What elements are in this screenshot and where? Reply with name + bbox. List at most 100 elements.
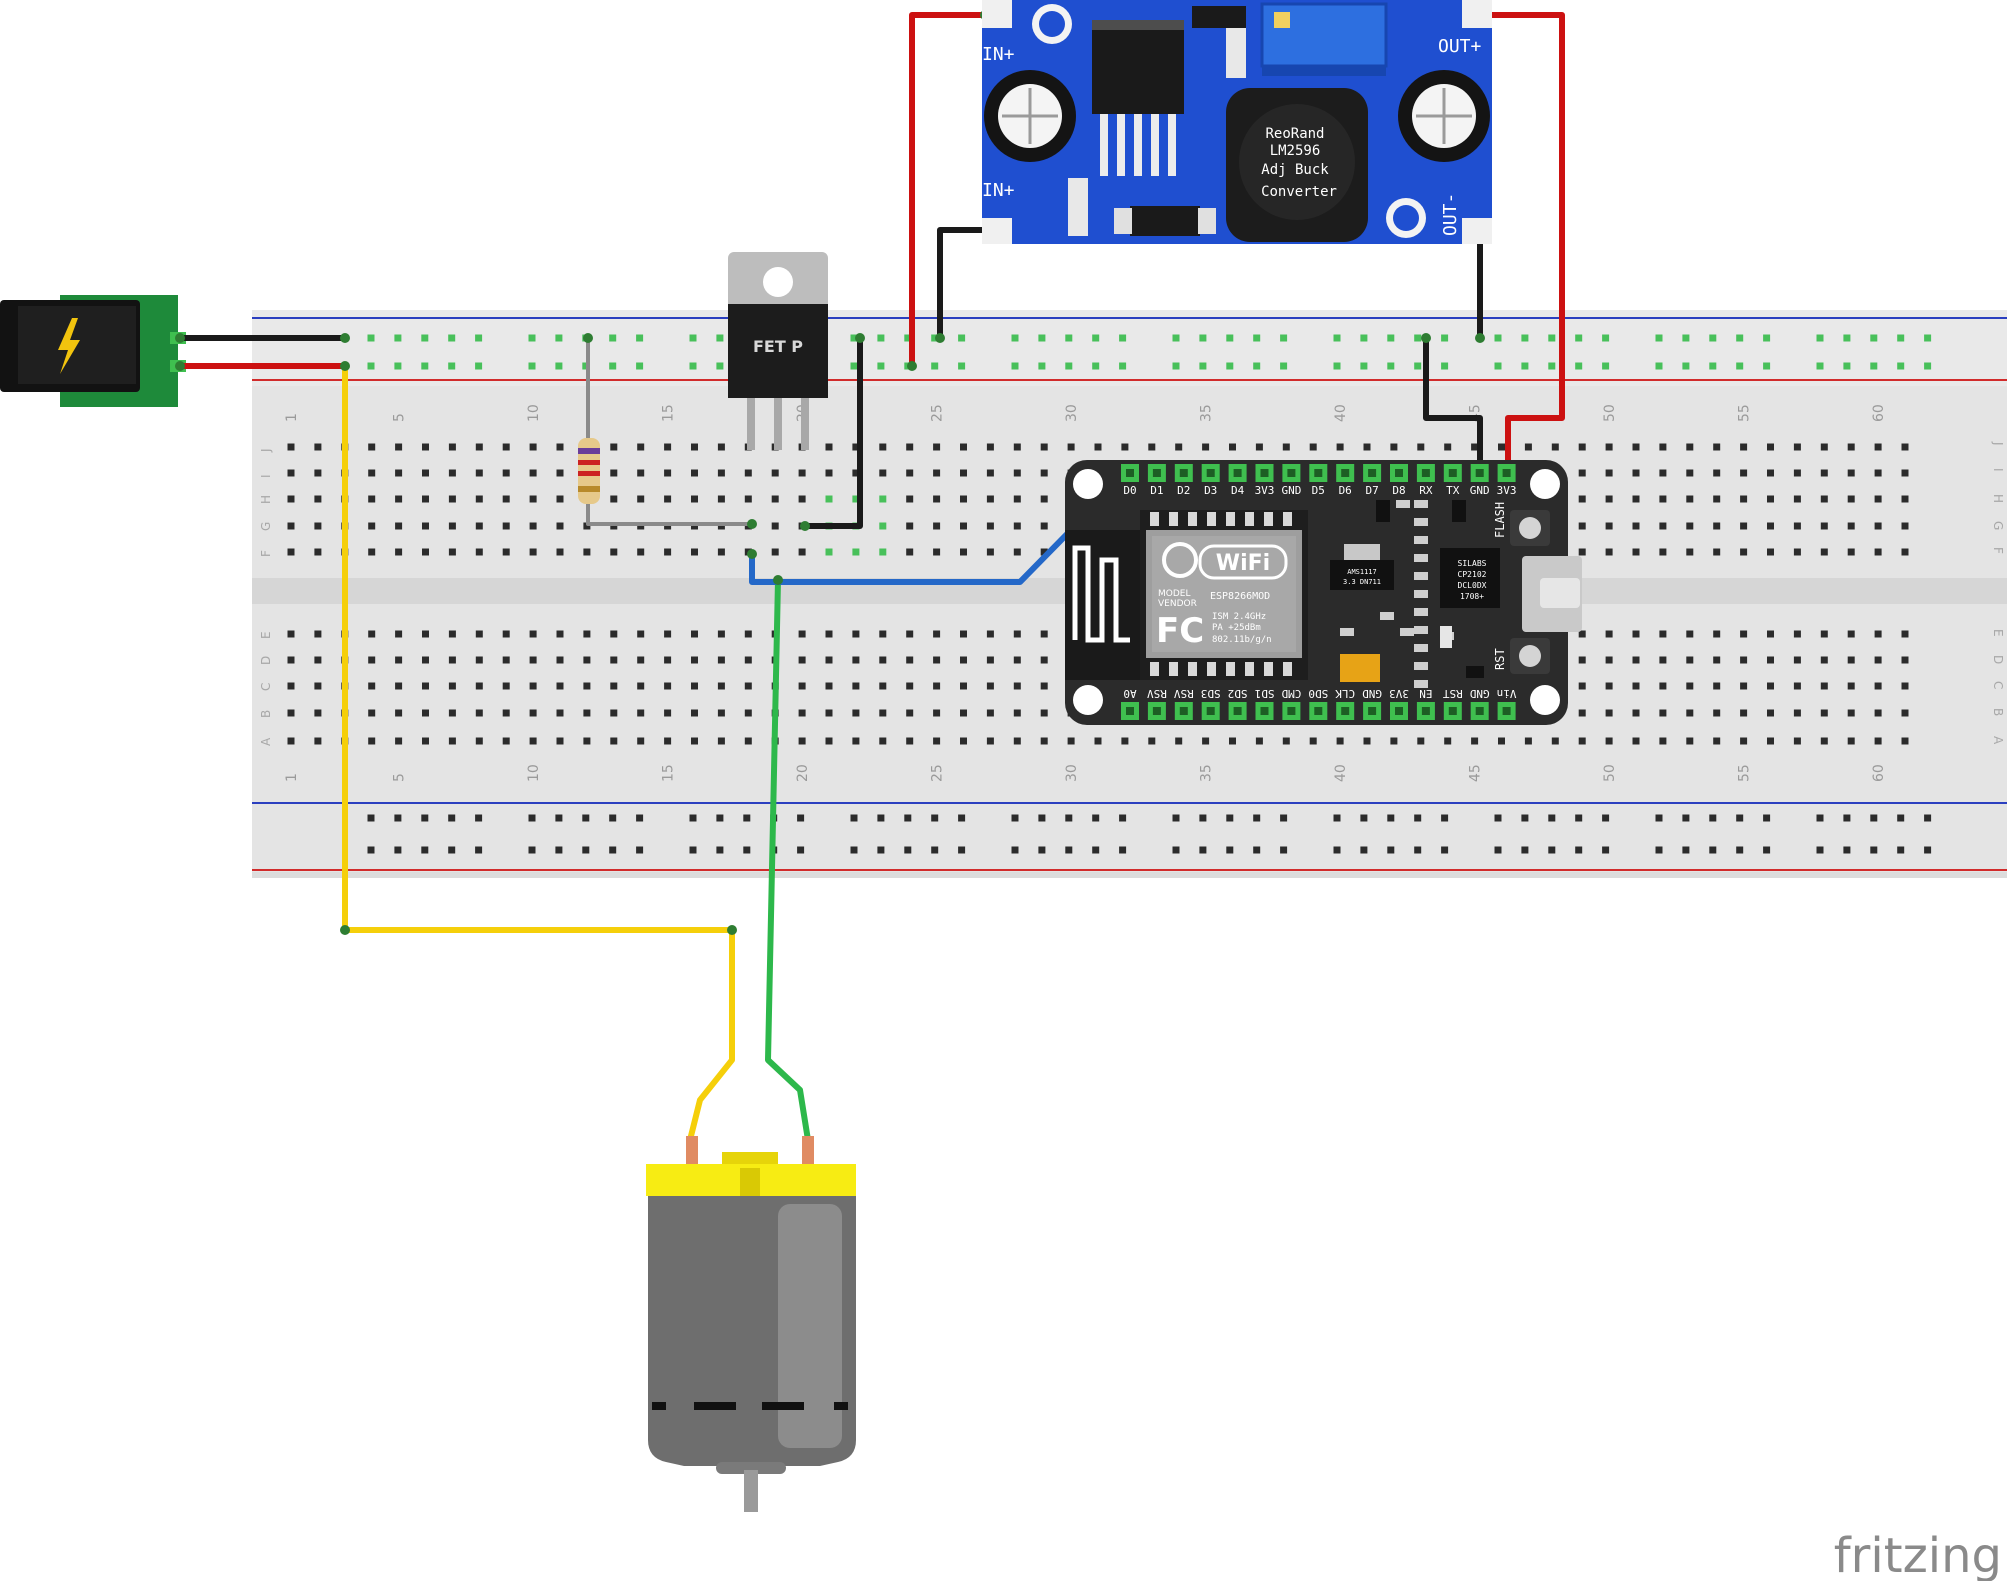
power-rail-hole [1870, 846, 1878, 854]
breadboard-hole [852, 630, 860, 638]
breadboard-hole [1793, 443, 1801, 451]
power-rail-hole [1655, 846, 1663, 854]
power-rail-hole [743, 814, 751, 822]
breadboard-hole [637, 443, 645, 451]
breadboard-hole [448, 709, 456, 717]
breadboard-hole [1444, 443, 1452, 451]
breadboard-hole [1820, 443, 1828, 451]
breadboard-hole [1632, 656, 1640, 664]
power-rail-hole [475, 814, 483, 822]
buck-smd-side [1226, 28, 1246, 78]
power-rail-hole [1843, 846, 1851, 854]
breadboard-hole [314, 495, 322, 503]
breadboard-hole [986, 495, 994, 503]
breadboard-hole [610, 737, 618, 745]
breadboard-hole [1578, 656, 1586, 664]
breadboard-hole [664, 443, 672, 451]
breadboard-hole [395, 469, 403, 477]
power-rail-hole [797, 814, 805, 822]
breadboard-hole [368, 469, 376, 477]
breadboard-hole [583, 682, 591, 690]
breadboard-hole [1847, 469, 1855, 477]
breadboard-hole [610, 548, 618, 556]
breadboard-hole [1067, 443, 1075, 451]
breadboard-hole [287, 737, 295, 745]
power-rail-hole [1226, 334, 1234, 342]
power-rail-hole [1924, 362, 1932, 370]
power-rail-hole [1494, 334, 1502, 342]
power-rail-hole [1333, 846, 1341, 854]
breadboard-hole [744, 737, 752, 745]
nodemcu-pin-hole [1502, 707, 1511, 715]
power-rail-hole [1038, 334, 1046, 342]
breadboard-hole [1498, 443, 1505, 451]
row-letter-right: B [1991, 708, 2005, 716]
breadboard-hole [1040, 522, 1048, 530]
column-number-top: 60 [1871, 404, 1887, 422]
power-rail-hole [1119, 846, 1127, 854]
buck-diode-pad-right [1198, 208, 1216, 234]
power-rail-hole [1575, 362, 1583, 370]
breadboard-hole [1659, 630, 1667, 638]
power-rail-hole [609, 814, 617, 822]
breadboard-hole [906, 737, 914, 745]
power-rail-hole [1011, 814, 1019, 822]
buck-diode [1130, 206, 1200, 236]
breadboard-hole [1740, 682, 1748, 690]
breadboard-hole [448, 443, 456, 451]
wire-end-point [340, 333, 350, 343]
breadboard-hole [1202, 737, 1210, 745]
breadboard-hole [1740, 630, 1748, 638]
breadboard-hole [879, 709, 887, 717]
breadboard-hole [1605, 709, 1613, 717]
breadboard-hole [422, 469, 429, 477]
breadboard-hole [906, 682, 914, 690]
nodemcu-pin-label-top: 3V3 [1255, 484, 1275, 497]
power-rail-hole [716, 814, 724, 822]
breadboard-hole [1713, 469, 1721, 477]
breadboard-hole [691, 495, 698, 503]
breadboard-hole [744, 469, 752, 477]
power-rail-hole [716, 334, 724, 342]
breadboard-hole [1713, 709, 1721, 717]
breadboard-hole [825, 495, 833, 503]
breadboard-hole [1874, 737, 1882, 745]
breadboard-hole [556, 443, 564, 451]
power-rail-hole [1253, 334, 1261, 342]
smd-component [1414, 572, 1428, 580]
power-rail-hole [1065, 334, 1073, 342]
power-rail-hole [1414, 362, 1422, 370]
breadboard-hole [1793, 469, 1801, 477]
resistor-band-4 [578, 486, 600, 492]
breadboard-hole [556, 522, 564, 530]
wire-end-point [340, 361, 350, 371]
breadboard-hole [1901, 656, 1909, 664]
breadboard-hole [960, 443, 967, 451]
breadboard-hole [1686, 630, 1694, 638]
breadboard-hole [1013, 495, 1021, 503]
breadboard-hole [314, 682, 322, 690]
power-rail-hole [850, 846, 858, 854]
breadboard-hole [1847, 709, 1855, 717]
breadboard-hole [1417, 443, 1425, 451]
breadboard-hole [1498, 737, 1505, 745]
buck-pin-in-bottom: IN+ [982, 180, 1015, 201]
buck-regulator-legs [1100, 114, 1176, 176]
breadboard-hole [502, 469, 510, 477]
breadboard-hole [529, 630, 537, 638]
column-number-bottom: 5 [392, 773, 408, 782]
power-rail-hole [1414, 846, 1422, 854]
usb-chip-label-2: CP2102 [1458, 570, 1487, 579]
nodemcu-pin-label-bottom: RSV [1147, 687, 1167, 700]
breadboard-hole [960, 656, 967, 664]
breadboard-hole [287, 495, 295, 503]
breadboard-hole [502, 630, 510, 638]
motor-vent-4 [834, 1402, 848, 1410]
breadboard-hole [1767, 709, 1774, 717]
power-rail-hole [1924, 334, 1932, 342]
power-rail-hole [1119, 814, 1127, 822]
buck-pin-out-bottom: OUT- [1440, 193, 1461, 236]
power-rail-hole [1870, 362, 1878, 370]
power-rail-hole [475, 846, 483, 854]
breadboard-hole [1901, 709, 1909, 717]
